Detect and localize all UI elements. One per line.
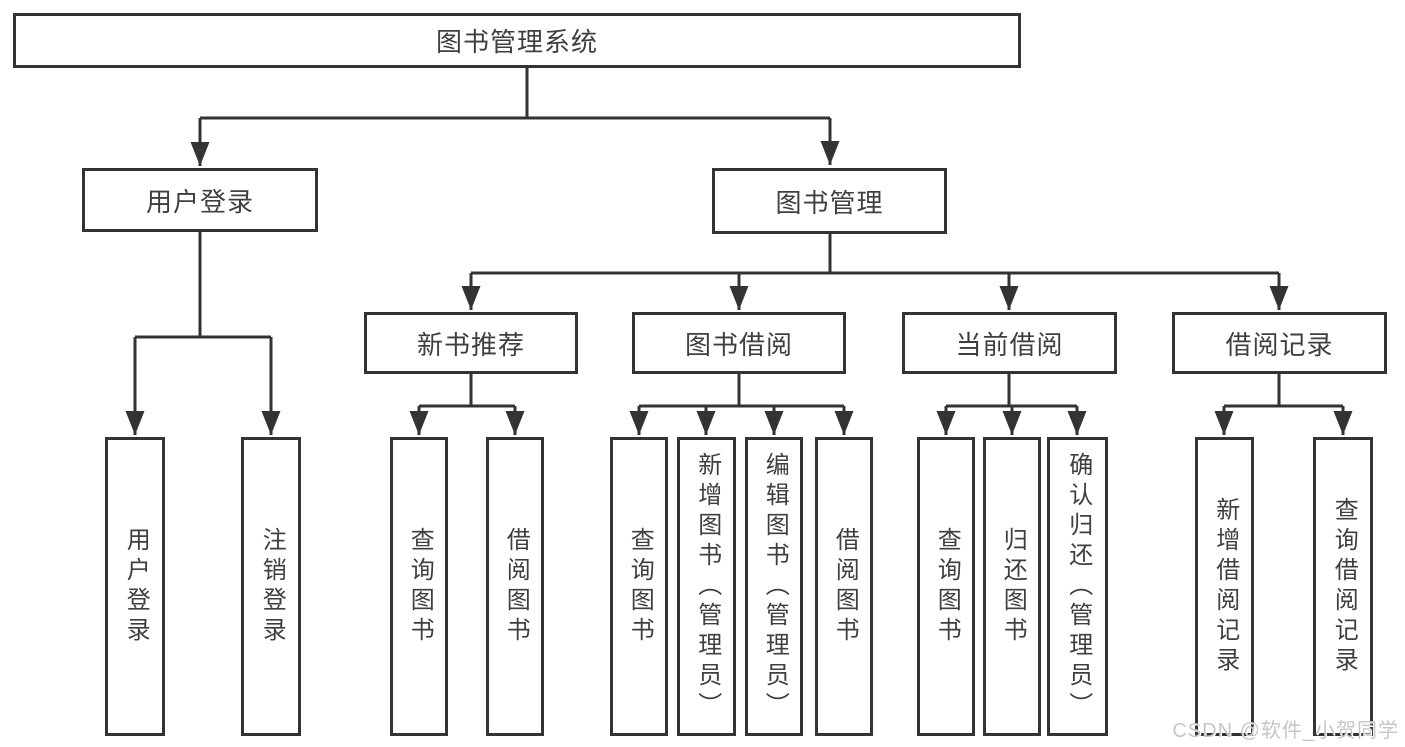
node-current-borrow: 当前借阅 [902,312,1117,374]
leaf-query-borrow-record-label: 查询借阅记录 [1330,496,1358,677]
leaf-query-books-1: 查询图书 [390,437,448,736]
leaf-user-login: 用户登录 [105,437,165,736]
leaf-query-borrow-record: 查询借阅记录 [1313,437,1373,736]
node-book-management-label: 图书管理 [775,187,884,218]
leaf-return-book: 归还图书 [983,437,1041,736]
leaf-add-borrow-record: 新增借阅记录 [1195,437,1254,736]
leaf-add-borrow-record-label: 新增借阅记录 [1211,496,1239,677]
leaf-query-books-3: 查询图书 [917,437,975,736]
leaf-borrow-books-1-label: 借阅图书 [502,526,530,647]
node-book-borrow-label: 图书借阅 [684,329,793,360]
leaf-edit-book-admin-label: 编辑图书（管理员） [761,451,789,722]
node-borrow-records: 借阅记录 [1172,312,1387,374]
node-user-login: 用户登录 [82,168,318,232]
leaf-confirm-return-admin: 确认归还（管理员） [1047,437,1108,736]
leaf-query-books-1-label: 查询图书 [406,526,434,647]
leaf-borrow-books-2-label: 借阅图书 [831,526,859,647]
node-book-management: 图书管理 [712,168,947,234]
leaf-borrow-books-1: 借阅图书 [486,437,544,736]
leaf-confirm-return-admin-label: 确认归还（管理员） [1064,451,1092,722]
leaf-borrow-books-2: 借阅图书 [815,437,873,736]
leaf-add-book-admin: 新增图书（管理员） [677,437,736,736]
leaf-query-books-2: 查询图书 [610,437,668,736]
node-current-borrow-label: 当前借阅 [955,329,1064,360]
node-root: 图书管理系统 [13,13,1021,68]
leaf-return-book-label: 归还图书 [999,526,1027,647]
node-new-book-recommend: 新书推荐 [364,312,578,374]
watermark-text: CSDN @软件_小贺同学 [1172,720,1399,742]
leaf-query-books-3-label: 查询图书 [933,526,961,647]
node-new-book-recommend-label: 新书推荐 [416,329,525,360]
leaf-user-login-label: 用户登录 [122,526,150,647]
connector-lines [125,68,1353,435]
node-user-login-label: 用户登录 [145,186,254,217]
leaf-query-books-2-label: 查询图书 [626,526,654,647]
leaf-logout: 注销登录 [241,437,301,736]
node-root-label: 图书管理系统 [435,27,598,57]
leaf-add-book-admin-label: 新增图书（管理员） [693,451,721,722]
node-book-borrow: 图书借阅 [632,312,846,374]
leaf-logout-label: 注销登录 [258,526,286,647]
node-borrow-records-label: 借阅记录 [1225,329,1334,360]
leaf-edit-book-admin: 编辑图书（管理员） [745,437,803,736]
